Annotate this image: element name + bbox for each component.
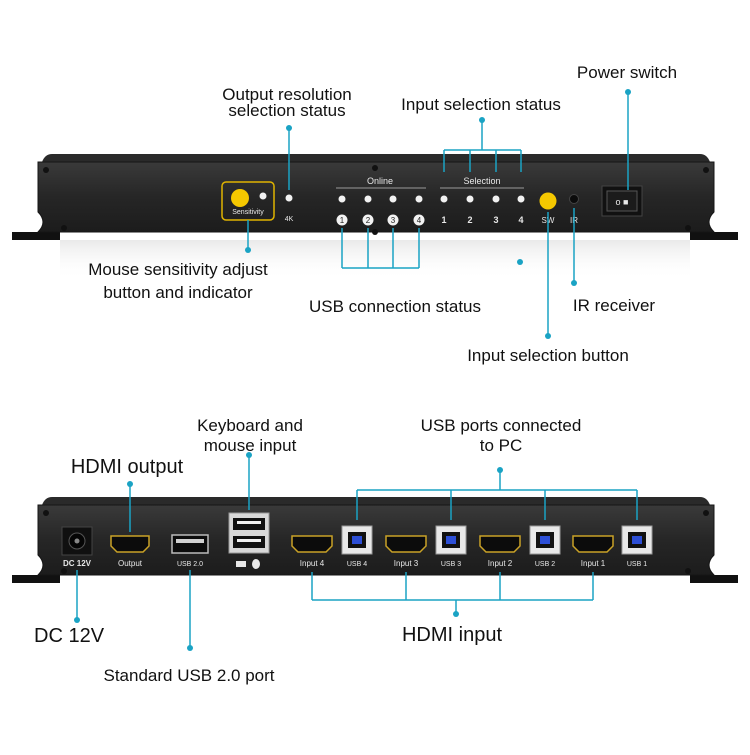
front-foot-left [12,232,60,240]
input4-text: Input 4 [300,559,325,568]
screw [703,510,709,516]
dc-jack-pin [74,538,80,544]
usb-b-1-tongue [632,536,642,544]
online-num-1: 1 [340,216,345,225]
usb1-text: USB 1 [627,561,647,568]
usb4-text: USB 4 [347,561,367,568]
callout-keyboard-mouse-line1: Keyboard and [197,416,303,435]
callout-keyboard-mouse: Keyboard and mouse input [197,416,303,456]
callout-standard-usb: Standard USB 2.0 port [103,666,275,685]
selection-heading: Selection [463,176,500,186]
online-num-4: 4 [417,216,422,225]
input1-text: Input 1 [581,559,606,568]
input2-text: Input 2 [488,559,513,568]
usb-b-2-tongue [540,536,550,544]
online-heading: Online [367,176,393,186]
front-callout-dots [245,89,631,339]
selection-leds [440,195,525,203]
front-scallop [42,154,710,162]
callout-hdmi-input: HDMI input [401,624,503,646]
callout-input-selection-button: Input selection button [467,346,629,365]
usb20-port[interactable] [171,534,209,554]
rear-panel: DC 12V Output USB 2.0 Input 4 USB 4 Inpu… [12,497,738,583]
selection-num-4: 4 [518,215,523,225]
front-body [36,161,716,233]
power-switch[interactable] [606,190,638,212]
kbm-tongue-upper [237,521,261,524]
hdmi-input-4-port[interactable] [291,535,333,553]
rear-foot-right [690,575,738,583]
callout-output-resolution-line1: Output resolution [222,85,352,104]
input-port-groups: Input 4 USB 4 Input 3 USB 3 Input 2 USB … [291,525,653,568]
callout-dc-12v: DC 12V [34,625,105,647]
mouse-icon [252,559,260,569]
callout-input-selection-status: Input selection status [401,95,561,114]
led-4k [285,194,293,202]
ir-receiver [569,194,579,204]
selection-num-1: 1 [441,215,446,225]
power-symbol: o ■ [616,197,629,207]
screw [372,229,378,235]
callout-usb-ports-pc-line1: USB ports connected [420,416,582,435]
dc-text: DC 12V [63,559,92,568]
hdmi-input-2-port[interactable] [479,535,521,553]
screw [703,167,709,173]
rear-callout-dots [74,452,503,651]
keyboard-icon [236,561,246,567]
selection-numbers: 1 2 3 4 [441,215,523,225]
online-num-3: 3 [391,216,396,225]
online-leds [338,195,423,203]
callout-mouse-sensitivity: Mouse sensitivity adjust button and indi… [88,260,268,303]
callout-output-resolution: Output resolution selection status [222,85,351,121]
sensitivity-led [259,192,267,200]
res-4k-text: 4K [285,216,294,223]
callout-usb-connection-status: USB connection status [309,297,481,316]
callout-usb-ports-pc-line2: to PC [479,436,523,455]
online-numbers: 1 2 3 4 [336,214,425,226]
front-panel: Sensitivity 4K Online 1 2 3 4 Selection … [12,154,738,280]
front-reflection [60,240,690,280]
screw [61,225,67,231]
usb-b-4-tongue [352,536,362,544]
input3-text: Input 3 [394,559,419,568]
sw-button[interactable] [539,192,557,210]
callout-usb-ports-pc: USB ports connected to PC [421,416,582,456]
sensitivity-button[interactable] [231,189,249,207]
callout-mouse-sensitivity-line2: button and indicator [103,283,253,302]
usb20-tongue [176,539,204,543]
rear-callout-lines [76,455,638,648]
front-callout-lines [247,92,629,336]
screw [685,225,691,231]
callout-ir-receiver: IR receiver [572,296,656,315]
callout-output-resolution-line2: selection status [228,101,346,120]
rear-foot-left [12,575,60,583]
hdmi-input-3-port[interactable] [385,535,427,553]
front-foot-right [690,232,738,240]
callout-keyboard-mouse-line2: mouse input [203,436,297,455]
hdmi-output-port[interactable] [110,535,150,553]
screw [43,510,49,516]
usb2-text: USB 2 [535,561,555,568]
screw [372,165,378,171]
screw [685,568,691,574]
hdmi-input-1-port[interactable] [572,535,614,553]
callout-power-switch: Power switch [576,63,678,82]
rear-body [36,504,716,576]
selection-num-3: 3 [493,215,498,225]
online-num-2: 2 [366,216,371,225]
usb-b-3-tongue [446,536,456,544]
usb3-text: USB 3 [441,561,461,568]
output-text: Output [118,559,143,568]
kbm-tongue-lower [237,539,261,542]
callout-mouse-sensitivity-line1: Mouse sensitivity adjust [88,260,268,279]
screw [43,167,49,173]
screw [61,568,67,574]
callout-hdmi-output: HDMI output [70,456,184,478]
rear-scallop [42,497,710,505]
usb20-text: USB 2.0 [177,561,203,568]
sensitivity-text: Sensitivity [232,209,264,216]
selection-num-2: 2 [467,215,472,225]
